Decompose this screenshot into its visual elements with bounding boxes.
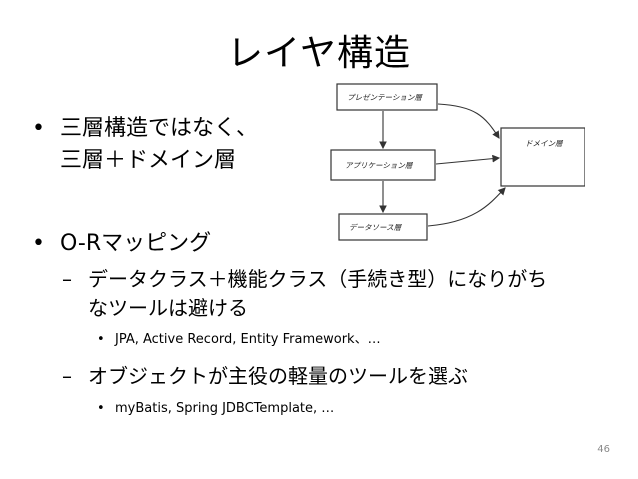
- bullet-dot-icon: •: [97, 332, 105, 347]
- page-number: 46: [597, 444, 610, 455]
- presentation-layer-label: プレゼンテーション層: [347, 93, 423, 102]
- bullet-dash-icon: –: [62, 267, 72, 291]
- application-layer-label: アプリケーション層: [345, 161, 414, 170]
- bullet-dash-icon: –: [62, 364, 72, 388]
- example-text: JPA, Active Record, Entity Framework、…: [115, 332, 381, 347]
- layer-diagram: プレゼンテーション層 アプリケーション層 データソース層 ドメイン層: [330, 83, 585, 241]
- slide-title: レイヤ構造: [227, 33, 411, 74]
- datasource-layer-box: [338, 213, 428, 241]
- arrow-presentation-to-domain: [437, 103, 500, 139]
- bullet-dot-icon: •: [32, 116, 45, 141]
- domain-layer-label: ドメイン層: [525, 139, 564, 148]
- arrow-application-to-domain: [435, 154, 501, 165]
- datasource-layer-label: データソース層: [349, 223, 403, 232]
- bullet-dot-icon: •: [97, 401, 105, 416]
- bullet-text-line1: 三層構造ではなく、: [60, 116, 259, 141]
- bullet-dot-icon: •: [32, 231, 45, 256]
- sub-bullet-text-line2: なツールは避ける: [88, 296, 248, 320]
- presentation-layer-box: [336, 83, 438, 111]
- application-layer-box: [330, 149, 436, 181]
- sub-bullet-text-line1: データクラス＋機能クラス（手続き型）になりがち: [88, 267, 548, 291]
- domain-layer-box: [500, 127, 585, 187]
- arrow-datasource-to-domain: [427, 187, 506, 227]
- example-text: myBatis, Spring JDBCTemplate, …: [115, 401, 335, 416]
- bullet-text-line2: 三層＋ドメイン層: [60, 148, 237, 173]
- bullet-text: O-Rマッピング: [60, 231, 212, 256]
- sub-bullet-text: オブジェクトが主役の軽量のツールを選ぶ: [88, 364, 468, 388]
